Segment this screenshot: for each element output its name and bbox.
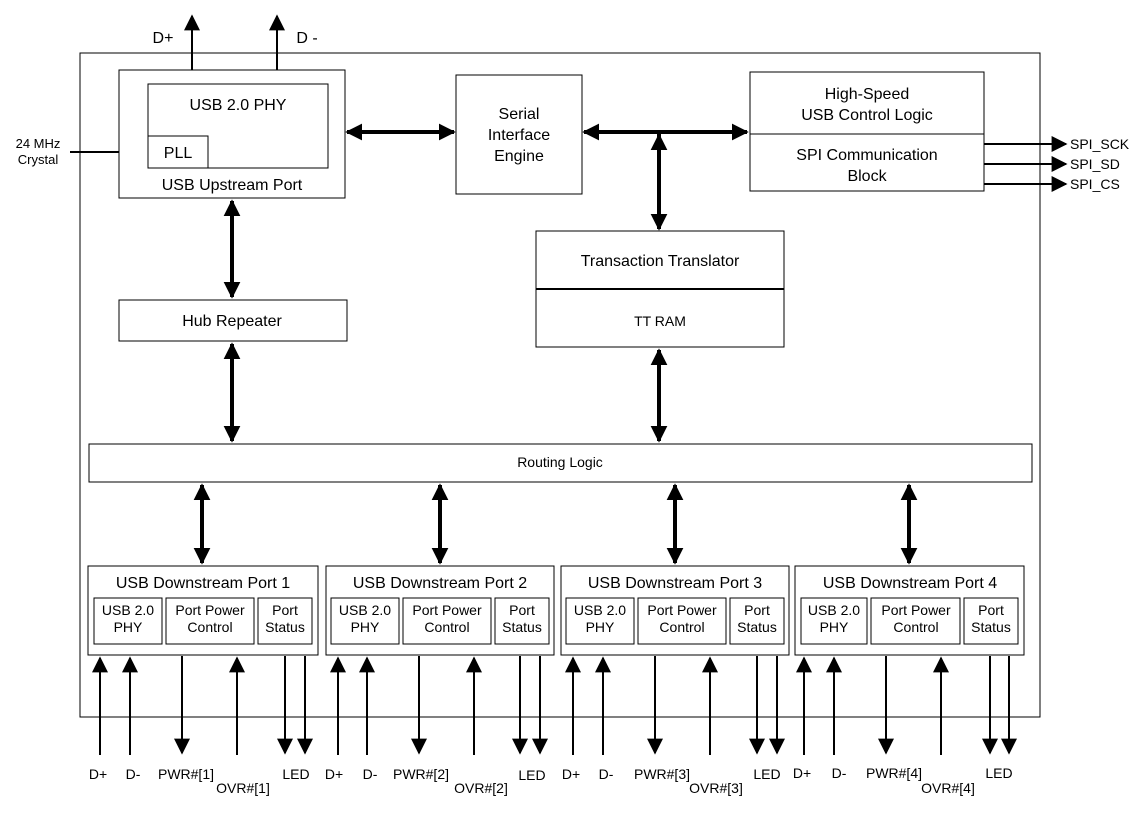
pll-label: PLL xyxy=(164,145,193,162)
spi-block-label-line1: SPI Communication xyxy=(796,147,937,164)
port3-status-line2: Status xyxy=(737,619,777,635)
port4-power-line2: Control xyxy=(893,619,938,635)
downstream-port-1: USB Downstream Port 1 USB 2.0 PHY Port P… xyxy=(87,483,319,796)
port2-led-label: LED xyxy=(518,767,545,783)
downstream-port-3-title: USB Downstream Port 3 xyxy=(588,575,762,592)
port1-led-label: LED xyxy=(282,766,309,782)
port4-status-line1: Port xyxy=(978,602,1004,618)
usb-phy-label: USB 2.0 PHY xyxy=(190,97,287,114)
port2-phy-block xyxy=(330,597,400,645)
port4-phy-line1: USB 2.0 xyxy=(808,602,860,618)
routing-logic-label: Routing Logic xyxy=(517,454,603,470)
tt-label: Transaction Translator xyxy=(581,253,740,270)
port2-dplus-label: D+ xyxy=(325,766,343,782)
port2-status-line2: Status xyxy=(502,619,542,635)
pll-block xyxy=(147,135,209,169)
downstream-port-3: USB Downstream Port 3 USB 2.0 PHY Port P… xyxy=(560,483,790,796)
upstream-dminus-label: D - xyxy=(296,30,317,47)
port4-ovr-label: OVR#[4] xyxy=(921,780,975,796)
port1-power-line2: Control xyxy=(187,619,232,635)
upstream-dplus-label: D+ xyxy=(153,30,174,47)
port1-power-control-block xyxy=(165,597,255,645)
port4-dminus-label: D- xyxy=(832,765,847,781)
port4-power-line1: Port Power xyxy=(881,602,951,618)
serial-interface-engine-block xyxy=(455,74,583,195)
spi-block-label-line2: Block xyxy=(847,168,887,185)
port4-power-control-block xyxy=(870,597,961,645)
port3-dplus-label: D+ xyxy=(562,766,580,782)
port3-ovr-label: OVR#[3] xyxy=(689,780,743,796)
port1-status-line1: Port xyxy=(272,602,298,618)
downstream-port-2: USB Downstream Port 2 USB 2.0 PHY Port P… xyxy=(325,483,555,796)
port3-status-block xyxy=(729,597,785,645)
port4-dplus-label: D+ xyxy=(793,765,811,781)
port1-power-line1: Port Power xyxy=(175,602,245,618)
crystal-label-line1: 24 MHz xyxy=(16,136,61,151)
hs-usb-control-logic-block xyxy=(749,71,985,192)
port3-power-control-block xyxy=(637,597,727,645)
port2-status-line1: Port xyxy=(509,602,535,618)
hs-control-label-line1: High-Speed xyxy=(825,86,910,103)
port3-status-line1: Port xyxy=(744,602,770,618)
port2-phy-line1: USB 2.0 xyxy=(339,602,391,618)
port1-pwr-label: PWR#[1] xyxy=(158,766,214,782)
downstream-port-1-title: USB Downstream Port 1 xyxy=(116,575,290,592)
hs-control-label-line2: USB Control Logic xyxy=(801,107,933,124)
port4-status-line2: Status xyxy=(971,619,1011,635)
port3-pwr-label: PWR#[3] xyxy=(634,766,690,782)
port2-ovr-label: OVR#[2] xyxy=(454,780,508,796)
port4-phy-block xyxy=(800,597,868,645)
sie-label-line3: Engine xyxy=(494,148,544,165)
tt-ram-label: TT RAM xyxy=(634,313,686,329)
port2-power-line2: Control xyxy=(424,619,469,635)
port4-pwr-label: PWR#[4] xyxy=(866,765,922,781)
port1-status-line2: Status xyxy=(265,619,305,635)
port3-power-line2: Control xyxy=(659,619,704,635)
sie-label-line1: Serial xyxy=(499,106,540,123)
port2-pwr-label: PWR#[2] xyxy=(393,766,449,782)
hub-repeater-block xyxy=(118,299,348,342)
port4-status-block xyxy=(963,597,1019,645)
port2-power-control-block xyxy=(402,597,492,645)
port1-dplus-label: D+ xyxy=(89,766,107,782)
spi-sck-label: SPI_SCK xyxy=(1070,136,1130,152)
downstream-port-4-title: USB Downstream Port 4 xyxy=(823,575,997,592)
downstream-port-2-title: USB Downstream Port 2 xyxy=(353,575,527,592)
port3-dminus-label: D- xyxy=(599,766,614,782)
port2-status-block xyxy=(494,597,550,645)
port2-phy-line2: PHY xyxy=(351,619,380,635)
sie-label-line2: Interface xyxy=(488,127,550,144)
port4-led-label: LED xyxy=(985,765,1012,781)
port1-phy-line1: USB 2.0 xyxy=(102,602,154,618)
port1-phy-line2: PHY xyxy=(114,619,143,635)
port1-status-block xyxy=(257,597,313,645)
port1-ovr-label: OVR#[1] xyxy=(216,780,270,796)
downstream-port-4: USB Downstream Port 4 USB 2.0 PHY Port P… xyxy=(793,483,1025,796)
port3-led-label: LED xyxy=(753,766,780,782)
port1-dminus-label: D- xyxy=(126,766,141,782)
port1-phy-block xyxy=(93,597,163,645)
port4-phy-line2: PHY xyxy=(820,619,849,635)
port2-power-line1: Port Power xyxy=(412,602,482,618)
usb-upstream-port-label: USB Upstream Port xyxy=(162,177,303,194)
spi-sd-label: SPI_SD xyxy=(1070,156,1120,172)
crystal-label-line2: Crystal xyxy=(18,152,59,167)
port3-phy-line2: PHY xyxy=(586,619,615,635)
port3-phy-block xyxy=(565,597,635,645)
hub-repeater-label: Hub Repeater xyxy=(182,313,282,330)
routing-logic-block xyxy=(88,443,1033,483)
port2-dminus-label: D- xyxy=(363,766,378,782)
spi-cs-label: SPI_CS xyxy=(1070,176,1120,192)
port3-power-line1: Port Power xyxy=(647,602,717,618)
port3-phy-line1: USB 2.0 xyxy=(574,602,626,618)
